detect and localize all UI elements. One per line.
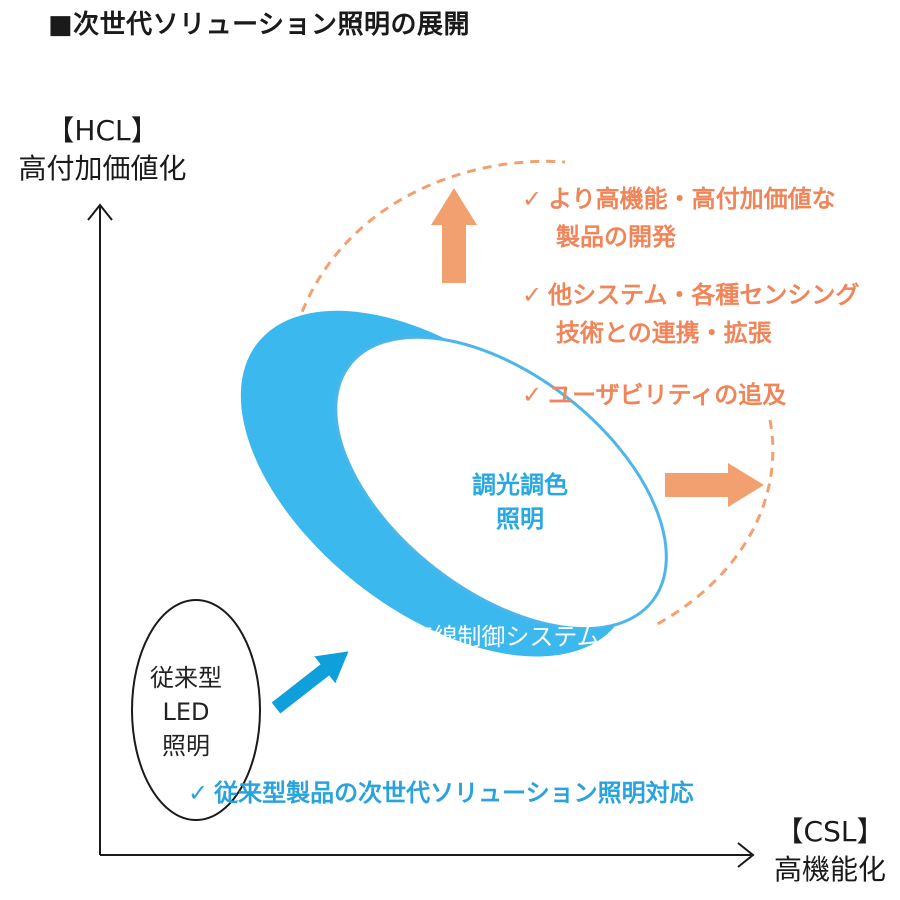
- feature-text: 技術との連携・拡張: [556, 319, 772, 347]
- x-axis-arrowhead: [737, 842, 755, 868]
- y-axis-label: 【HCL】 高付加価値化: [0, 112, 205, 188]
- band-label-line: 対応照明: [457, 657, 553, 685]
- y-axis-label-tag: 【HCL】: [46, 114, 159, 147]
- feature-text: 製品の開発: [556, 223, 676, 251]
- legacy-caption: ✓従来型製品の次世代ソリューション照明対応: [188, 773, 694, 808]
- check-icon: ✓: [522, 381, 543, 409]
- growth-dashed-arc: [290, 159, 775, 629]
- blue-diagonal-arrow: [271, 651, 349, 714]
- caption-text: 従来型製品の次世代ソリューション照明対応: [214, 779, 694, 807]
- x-axis-label-text: 高機能化: [773, 853, 886, 886]
- check-icon: ✓: [522, 185, 543, 213]
- legacy-label-line: 照明: [162, 732, 210, 760]
- inner-ellipse-label: 調光調色 照明: [430, 468, 610, 536]
- feature-item: ✓他システム・各種センシング 技術との連携・拡張: [522, 276, 859, 352]
- inner-ellipse: [334, 335, 668, 631]
- x-axis-label-tag: 【CSL】: [775, 815, 885, 848]
- inner-label-line: 調光調色: [472, 471, 568, 499]
- feature-text: ユーザビリティの追及: [548, 381, 787, 409]
- up-arrow: [431, 188, 477, 283]
- legacy-label-line: LED: [162, 698, 210, 726]
- feature-item: ✓より高機能・高付加価値な 製品の開発: [522, 180, 836, 256]
- check-icon: ✓: [522, 281, 543, 309]
- band-label-line: 無線制御システム: [409, 623, 601, 651]
- feature-text: より高機能・高付加価値な: [548, 185, 836, 213]
- page-title: ■次世代ソリューション照明の展開: [48, 10, 471, 40]
- x-axis-label: 【CSL】 高機能化: [760, 813, 900, 889]
- y-axis-label-text: 高付加価値化: [18, 152, 187, 185]
- y-axis-arrowhead: [87, 203, 113, 221]
- axes: [87, 203, 755, 868]
- legacy-led-label: 従来型 LED 照明: [128, 661, 244, 763]
- legacy-label-line: 従来型: [150, 664, 222, 692]
- feature-text: 他システム・各種センシング: [548, 281, 860, 309]
- feature-item: ✓ユーザビリティの追及: [522, 376, 786, 414]
- right-arrow: [665, 463, 764, 507]
- legacy-ellipse: [131, 599, 261, 821]
- inner-label-line: 照明: [496, 505, 544, 533]
- blue-band-label: 無線制御システム 対応照明: [380, 620, 630, 688]
- blue-disc: [240, 310, 668, 657]
- check-icon: ✓: [188, 779, 209, 807]
